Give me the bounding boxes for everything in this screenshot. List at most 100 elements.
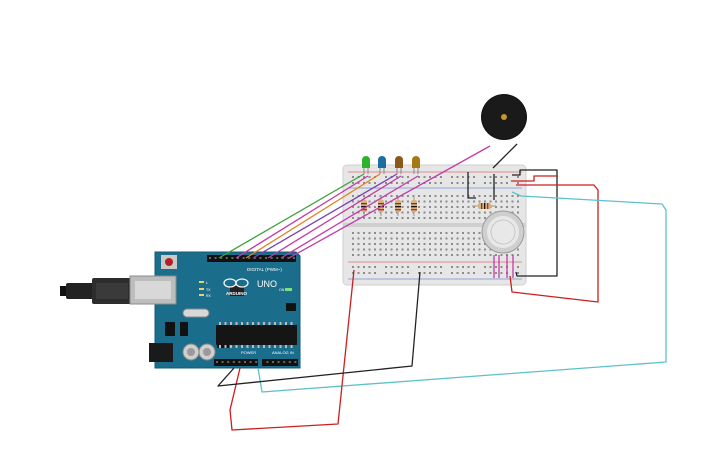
breadboard-hole xyxy=(478,243,481,245)
breadboard-hole xyxy=(385,217,387,219)
rail-hole xyxy=(352,176,354,178)
breadboard-hole xyxy=(478,217,481,219)
breadboard-hole xyxy=(385,248,387,251)
breadboard-hole xyxy=(462,211,464,214)
rail-hole xyxy=(489,176,492,178)
header-pin xyxy=(259,257,262,259)
rail-hole xyxy=(407,176,409,178)
breadboard-hole xyxy=(434,206,437,208)
wire-red-loop[interactable] xyxy=(509,184,599,303)
wire-magenta-3[interactable] xyxy=(280,175,419,259)
breadboard-hole xyxy=(506,206,508,208)
resistor-3[interactable] xyxy=(395,196,401,216)
wire-magenta-2[interactable] xyxy=(267,175,402,259)
breadboard-hole xyxy=(489,211,492,214)
resistor-5[interactable] xyxy=(472,203,496,209)
breadboard-hole xyxy=(440,248,442,251)
breadboard-hole xyxy=(363,243,365,245)
rail-hole xyxy=(423,176,426,178)
rail-hole xyxy=(407,266,409,268)
breadboard-hole xyxy=(440,232,442,234)
breadboard-hole xyxy=(445,217,448,219)
header-pin xyxy=(221,361,224,363)
breadboard-hole xyxy=(352,237,354,240)
breadboard-hole xyxy=(517,200,519,203)
wire-red-right[interactable] xyxy=(511,175,558,182)
wire-magenta-4[interactable] xyxy=(288,145,491,259)
rail-hole xyxy=(456,266,459,268)
wire-black-short[interactable] xyxy=(467,172,476,199)
breadboard-hole xyxy=(506,195,508,197)
wire-piezo-black[interactable] xyxy=(492,143,518,169)
led-blue[interactable] xyxy=(378,156,386,174)
wire-black-gnd[interactable] xyxy=(217,271,421,387)
rail-hole xyxy=(495,266,497,268)
led-brown[interactable] xyxy=(395,156,403,174)
rail-hole xyxy=(456,182,459,184)
chip-pin xyxy=(268,322,271,325)
analog-header[interactable] xyxy=(262,359,298,366)
wire-black-right[interactable] xyxy=(512,169,558,277)
rail-hole xyxy=(418,176,420,178)
breadboard-hole xyxy=(352,206,354,208)
chip-pin xyxy=(219,322,221,325)
rail-hole xyxy=(500,266,503,268)
breadboard-hole xyxy=(385,200,387,203)
wires[interactable] xyxy=(217,143,667,431)
header-pin xyxy=(272,361,274,363)
rail-hole xyxy=(396,176,398,178)
breadboard-hole xyxy=(429,232,431,234)
wire-cyan[interactable] xyxy=(257,191,667,393)
gas-sensor[interactable] xyxy=(481,210,525,254)
header-pin xyxy=(242,257,245,259)
rail-hole xyxy=(363,272,365,274)
resistors[interactable] xyxy=(361,196,496,216)
rail-hole xyxy=(506,182,508,184)
breadboard-hole xyxy=(396,211,398,214)
led-olive[interactable] xyxy=(412,156,420,174)
rail-hole xyxy=(429,182,431,184)
breadboard-hole xyxy=(357,217,360,219)
wire-green[interactable] xyxy=(218,173,365,259)
chip-pin xyxy=(290,322,293,325)
chip-pin xyxy=(268,345,271,348)
breadboard-hole xyxy=(467,206,470,208)
wire-purple[interactable] xyxy=(252,173,398,259)
header-pin xyxy=(293,257,295,259)
resistor-4[interactable] xyxy=(411,196,417,216)
breadboard-hole xyxy=(467,248,470,251)
rail-hole xyxy=(407,272,409,274)
breadboard-hole xyxy=(385,254,387,256)
chip-pin xyxy=(257,345,260,348)
piezo-buzzer[interactable] xyxy=(481,94,527,140)
breadboard-hole xyxy=(511,195,514,197)
digital-header[interactable] xyxy=(207,255,296,262)
breadboard-hole xyxy=(451,200,453,203)
breadboard-hole xyxy=(385,232,387,234)
rail-hole xyxy=(489,182,492,184)
arduino-uno[interactable]: DIGITAL (PWM~) POWER ANALOG IN ARDUINO U… xyxy=(60,251,301,369)
rail-hole xyxy=(517,176,519,178)
header-pin xyxy=(277,361,280,363)
header-pin xyxy=(248,257,251,259)
wire-magenta-1[interactable] xyxy=(235,175,369,259)
breadboard-hole xyxy=(517,254,519,256)
rail-hole xyxy=(467,272,470,274)
power-header[interactable] xyxy=(214,359,258,366)
breadboard-hole xyxy=(451,237,453,240)
breadboard-hole xyxy=(368,243,371,245)
rail-hole xyxy=(434,182,437,184)
rail-hole xyxy=(418,266,420,268)
wire-orange[interactable] xyxy=(245,173,381,259)
breadboard-hole xyxy=(429,217,431,219)
leds[interactable] xyxy=(362,156,420,174)
rail-hole xyxy=(500,176,503,178)
breadboard-hole xyxy=(440,254,442,256)
analog-header-label: ANALOG IN xyxy=(272,350,294,355)
reset-button[interactable] xyxy=(161,255,177,269)
breadboard-hole xyxy=(462,237,464,240)
breadboard-hole xyxy=(368,237,371,240)
rail-hole xyxy=(390,266,393,268)
led-green[interactable] xyxy=(362,156,370,174)
breadboard-hole xyxy=(390,232,393,234)
